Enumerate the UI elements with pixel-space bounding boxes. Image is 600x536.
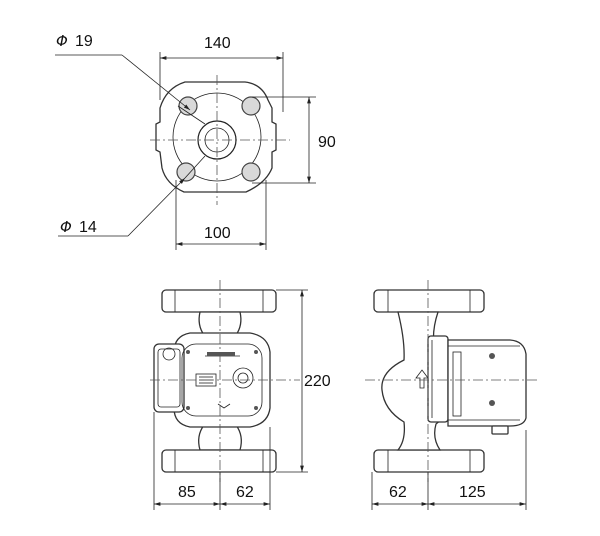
dim-125-label: 125 [459,484,486,501]
d19-label: 19 [75,33,93,50]
dim-90-label: 90 [318,134,336,151]
dim-90 [252,96,316,184]
side-view-pump [365,280,540,482]
dim-220-label: 220 [304,373,331,390]
bolt-hole [241,96,261,116]
leader-d14 [58,155,206,237]
dim-85-label: 85 [178,484,196,501]
dim-62-front-label: 62 [236,484,254,501]
dim-62-125-side [371,430,527,510]
d14-symbol: Φ [60,218,72,236]
front-view-pump [150,280,300,482]
dim-100 [175,180,267,250]
dim-140 [159,52,284,112]
bolt-hole [241,162,261,182]
dim-220 [276,289,308,473]
dim-100-label: 100 [204,225,231,242]
d14-label: 14 [79,219,97,236]
dim-62-side-label: 62 [389,484,407,501]
d19-symbol: Φ [56,32,68,50]
dim-85-62-front [153,412,271,510]
dim-140-label: 140 [204,35,231,52]
bolt-hole [176,162,196,182]
leader-d19 [55,54,206,125]
